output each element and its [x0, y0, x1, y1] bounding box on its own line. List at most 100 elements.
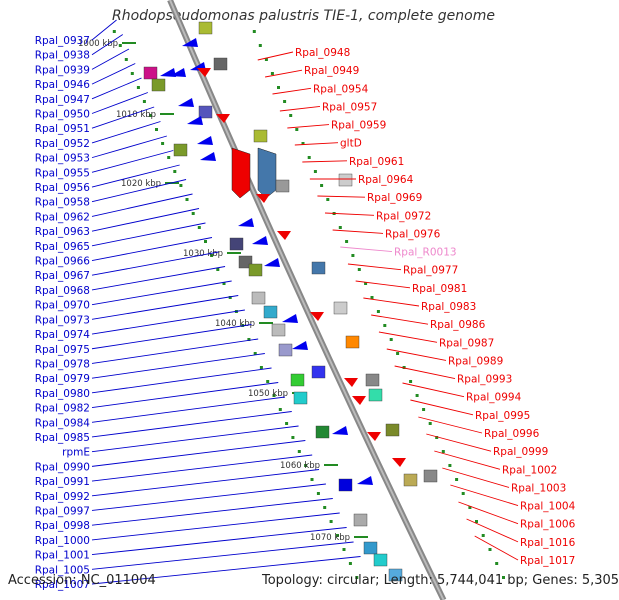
- leader-line: [363, 297, 420, 307]
- leader-line: [91, 309, 245, 335]
- gene-label-left: Rpal_0946: [35, 79, 91, 91]
- accession-text: Accession: NC_011004: [8, 573, 156, 588]
- leader-line: [91, 556, 361, 585]
- gene-label-left: Rpal_0997: [35, 505, 90, 517]
- tick-dot: [336, 534, 339, 537]
- tick-dot: [301, 142, 305, 145]
- gene-label-left: Rpal_0991: [35, 476, 90, 488]
- leader-line: [347, 263, 402, 271]
- leader-line: [91, 19, 117, 41]
- gene-label-left: Rpal_0985: [35, 432, 90, 444]
- tick-dot: [461, 492, 465, 495]
- tick-dot: [304, 464, 308, 467]
- gene-label-left: Rpal_0947: [35, 94, 90, 106]
- gene-arrow: [197, 68, 211, 77]
- leader-line: [91, 527, 347, 556]
- gene-block: [229, 237, 244, 251]
- gene-arrow: [332, 426, 348, 435]
- gene-block: [345, 335, 360, 349]
- gene-label-right: Rpal_0996: [484, 428, 540, 440]
- gene-label-left: Rpal_0952: [35, 138, 90, 150]
- gene-label-right: Rpal_0993: [457, 374, 512, 386]
- gene-label-left: Rpal_0955: [35, 167, 90, 179]
- tick-dot: [222, 282, 226, 285]
- gene-block: [248, 263, 263, 277]
- gene-block: [253, 129, 268, 143]
- leader-line: [91, 440, 306, 467]
- tick-dot: [481, 534, 485, 537]
- gene-label-left: Rpal_1007: [35, 579, 90, 591]
- gene-label-right: Rpal_0977: [403, 265, 458, 277]
- gene-label-right: Rpal_1016: [520, 537, 576, 549]
- gene-block: [368, 388, 383, 402]
- gene-label-right: Rpal_0957: [322, 101, 377, 113]
- leader-line: [91, 179, 187, 203]
- leader-line: [91, 48, 130, 70]
- leader-line: [340, 246, 393, 253]
- leader-lines: [91, 19, 519, 585]
- leader-line: [317, 195, 366, 198]
- tick-dot: [364, 282, 368, 285]
- gene-label-left: rpmE: [62, 447, 90, 459]
- tick-dot: [278, 408, 282, 411]
- leader-line: [402, 382, 465, 398]
- leader-line: [378, 331, 438, 343]
- gene-label-left: Rpal_0939: [35, 64, 90, 76]
- gene-label-left: Rpal_0963: [35, 226, 90, 238]
- gene-label-right: Rpal_0999: [493, 446, 548, 458]
- tick-dot: [495, 562, 499, 565]
- leader-line: [410, 399, 474, 416]
- leader-line: [91, 512, 340, 541]
- gene-arrow: [216, 114, 230, 123]
- tick-dot: [355, 576, 359, 579]
- gene-label-right: Rpal_0989: [448, 355, 503, 367]
- leader-line: [91, 396, 286, 423]
- tick-dot: [295, 128, 299, 131]
- gene-arrow: [292, 341, 308, 350]
- gene-label-right: Rpal_0983: [421, 301, 476, 313]
- gene-block: [238, 255, 253, 269]
- leader-line: [91, 425, 299, 453]
- gene-arrow: [310, 312, 324, 321]
- kbp-label: 1050 kbp: [248, 389, 288, 399]
- tick-dot: [179, 184, 183, 187]
- tick-dot: [323, 506, 327, 509]
- gene-block: [151, 78, 166, 92]
- gene-label-right: Rpal_0986: [430, 319, 486, 331]
- tick-dot: [216, 268, 220, 271]
- gene-arrow: [252, 236, 268, 245]
- leader-line: [91, 454, 313, 482]
- tick-dot: [124, 58, 128, 61]
- tick-dot: [348, 562, 352, 565]
- gene-block: [143, 66, 158, 80]
- tick-dot: [167, 156, 171, 159]
- gene-labels: Rpal_0937Rpal_0938Rpal_0939Rpal_0946Rpal…: [35, 35, 576, 591]
- leader-line: [272, 87, 312, 95]
- gene-block-large: [257, 147, 277, 199]
- tick-dot: [185, 198, 189, 201]
- leader-line: [355, 280, 411, 289]
- leader-line: [91, 266, 226, 291]
- gene-label-right: Rpal_0948: [295, 47, 350, 59]
- leader-line: [91, 338, 259, 364]
- tick-dot: [345, 240, 349, 243]
- kbp-label: 1060 kbp: [280, 461, 320, 471]
- gene-arrow: [187, 116, 203, 125]
- leader-line: [91, 92, 148, 114]
- kbp-label: 1040 kbp: [215, 319, 255, 329]
- gene-label-left: Rpal_1000: [35, 535, 90, 547]
- tick-dot: [310, 478, 314, 481]
- tick-dot: [383, 324, 387, 327]
- gene-label-left: Rpal_0967: [35, 270, 90, 282]
- tick-dot: [297, 450, 301, 453]
- gene-block: [333, 301, 348, 315]
- gene-block: [275, 179, 290, 193]
- leader-line: [442, 467, 510, 488]
- gene-label-right: Rpal_0987: [439, 337, 494, 349]
- tick-dot: [173, 170, 177, 173]
- map-title: Rhodopseudomonas palustris TIE-1, comple…: [112, 8, 495, 24]
- gene-block: [278, 343, 293, 357]
- gene-label-left: Rpal_0978: [35, 358, 90, 370]
- kbp-label: 1070 kbp: [310, 533, 350, 543]
- gene-label-right: Rpal_0949: [304, 65, 359, 77]
